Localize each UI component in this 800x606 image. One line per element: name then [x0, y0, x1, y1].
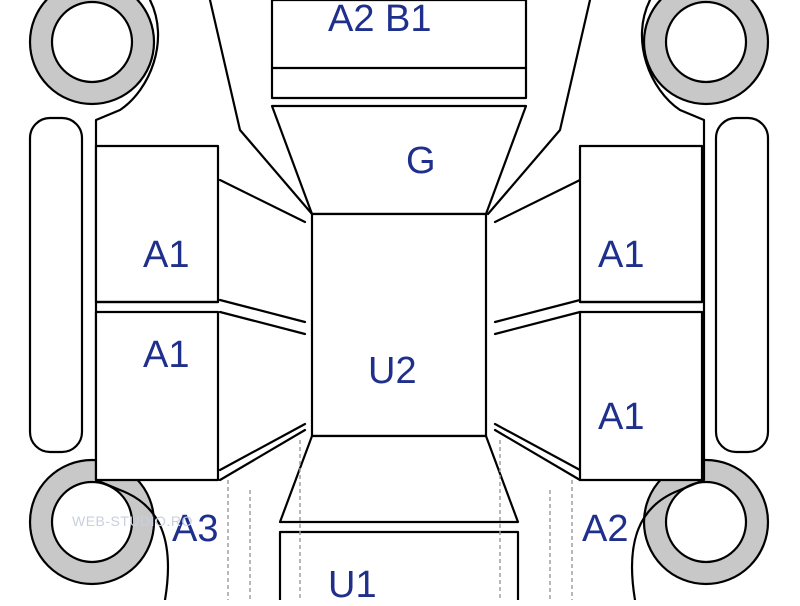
label-right-rear-door: A1 [598, 396, 645, 438]
label-hood: G [406, 140, 436, 182]
label-right-front-door: A1 [598, 234, 645, 276]
sill-left [28, 116, 84, 454]
sill-right [714, 116, 770, 454]
panel-left-rear-door [94, 310, 220, 482]
label-roof-front: A2 B1 [328, 0, 432, 40]
panel-left-front-door [94, 144, 220, 304]
label-roof-center: U2 [368, 350, 417, 392]
panel-right-rear-door [578, 310, 704, 482]
panel-roof-front [270, 0, 528, 100]
panel-right-front-door [578, 144, 704, 304]
label-right-rear-quarter: A2 [582, 508, 629, 550]
label-trunk: U1 [328, 564, 377, 606]
label-left-rear-quarter: A3 [172, 508, 219, 550]
panel-rear-window [278, 434, 520, 524]
panel-hood [270, 104, 528, 216]
body-contour-right [630, 0, 706, 600]
panel-roof-center [310, 212, 488, 438]
wheel-front-left [28, 0, 156, 106]
wheel-front-right [642, 0, 770, 106]
watermark: WEB-STUDIO.RO [72, 513, 193, 529]
label-left-rear-door: A1 [143, 334, 190, 376]
panel-trunk [278, 530, 520, 600]
label-left-front-door: A1 [143, 234, 190, 276]
